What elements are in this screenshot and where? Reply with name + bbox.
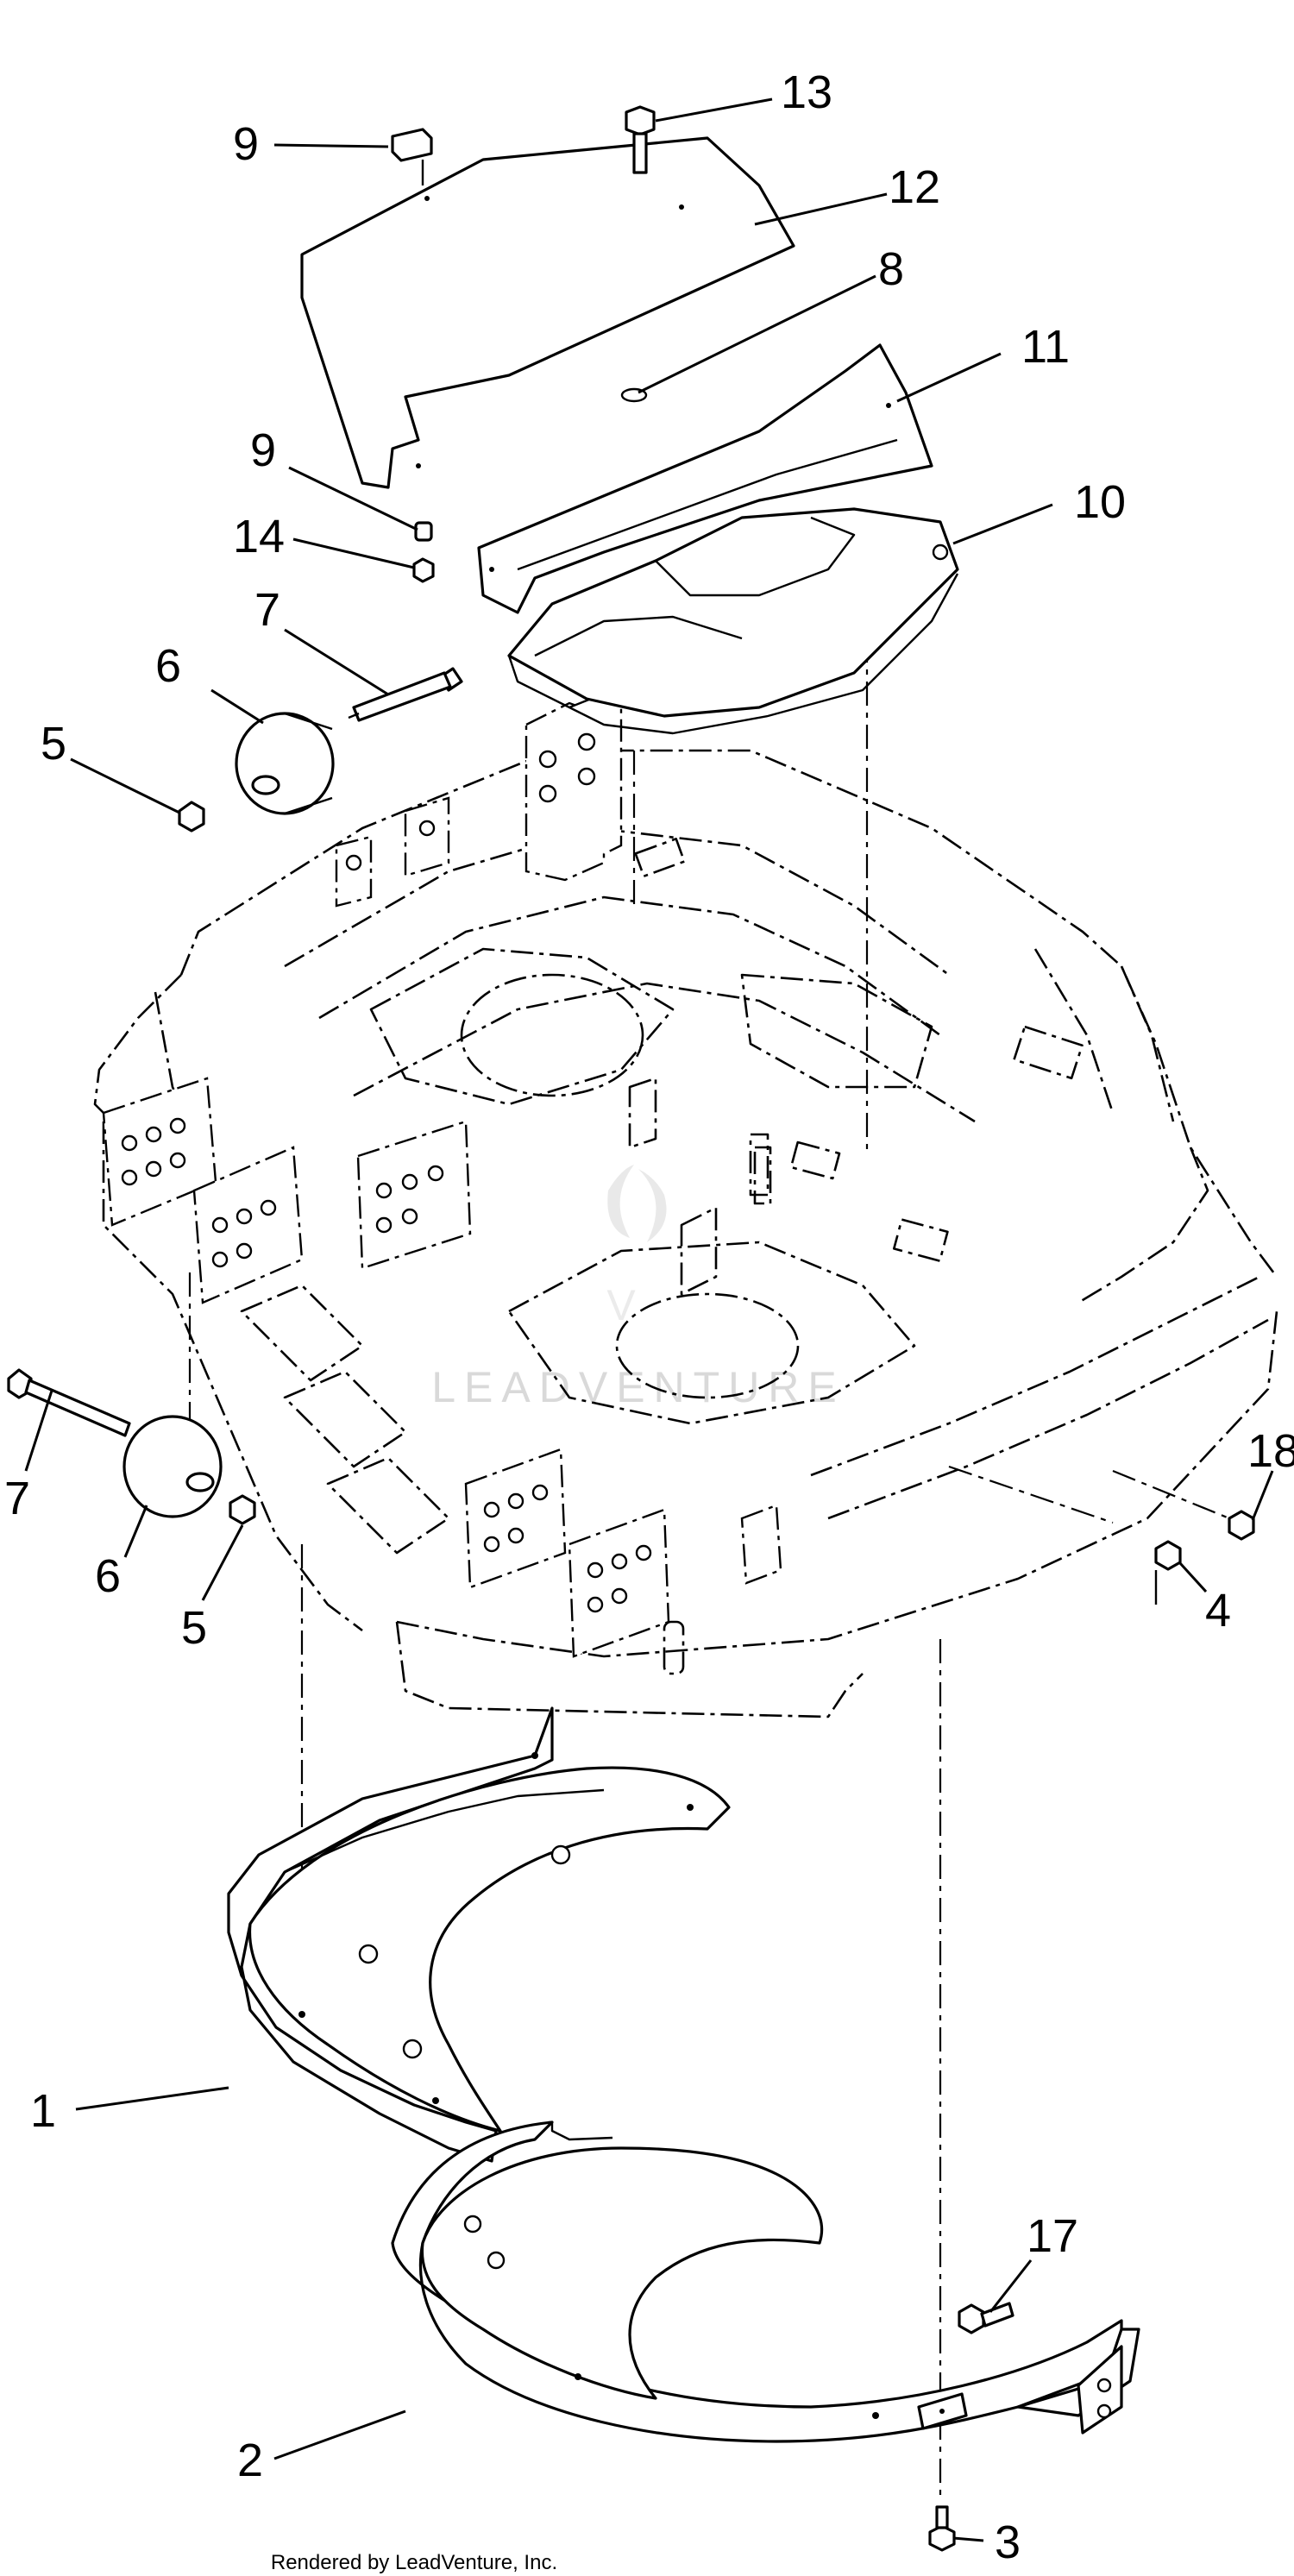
callout-10: 10: [1074, 476, 1126, 528]
callout-11: 11: [1021, 321, 1070, 373]
leader-lines: [24, 97, 1274, 2542]
part-3-bolt: [928, 2505, 956, 2552]
part-9-spacer-lower: [414, 521, 433, 542]
mower-deck-phantom: [93, 688, 1278, 1718]
callout-7-upper: 7: [254, 584, 280, 636]
callout-14: 14: [233, 511, 285, 562]
part-10-belt-cover: [507, 507, 959, 735]
callout-13: 13: [781, 66, 832, 118]
part-18-bolt: [1228, 1510, 1255, 1541]
render-credit: Rendered by LeadVenture, Inc.: [271, 2551, 557, 2574]
callout-18: 18: [1247, 1425, 1294, 1477]
part-6-wheel-lower: [122, 1415, 223, 1518]
callout-5-upper: 5: [41, 718, 66, 770]
callout-1: 1: [30, 2085, 56, 2137]
part-11-plate: [477, 343, 933, 614]
part-2-baffle: [391, 2120, 1140, 2443]
callout-12: 12: [889, 161, 940, 213]
part-9-knob-top: [391, 128, 433, 185]
part-14-nut: [412, 557, 435, 583]
part-17-bolt: [958, 2302, 1014, 2334]
part-5-nut-lower: [229, 1494, 256, 1525]
part-5-nut-upper: [178, 801, 205, 832]
callout-4: 4: [1205, 1585, 1231, 1637]
callout-9-lower: 9: [250, 424, 276, 476]
callout-5-lower: 5: [181, 1602, 207, 1654]
part-7-bolt-lower: [7, 1368, 131, 1437]
callout-8: 8: [878, 243, 904, 295]
part-6-wheel-upper: [235, 712, 335, 815]
callout-7-lower: 7: [4, 1473, 30, 1524]
callout-labels: 1 2 3 4 5 5 6 6 7 7 8 9 9 10 11 12 13 14…: [4, 66, 1294, 2568]
callout-2: 2: [237, 2435, 263, 2486]
part-4-nut: [1154, 1540, 1182, 1605]
watermark-text: LEADVENTURE: [431, 1363, 845, 1411]
callout-6-lower: 6: [95, 1550, 121, 1602]
part-7-bolt-upper: [348, 667, 463, 722]
watermark-logo: V: [606, 1165, 667, 1329]
svg-text:V: V: [606, 1281, 644, 1329]
part-13-bolt: [625, 105, 656, 174]
callout-3: 3: [995, 2516, 1021, 2568]
callout-9-top: 9: [233, 118, 259, 170]
callout-17: 17: [1027, 2210, 1078, 2262]
part-1-baffle: [227, 1706, 731, 2163]
alignment-axes: [188, 595, 1230, 2502]
part-12-cover-plate: [300, 136, 795, 489]
callout-6-upper: 6: [155, 640, 181, 692]
